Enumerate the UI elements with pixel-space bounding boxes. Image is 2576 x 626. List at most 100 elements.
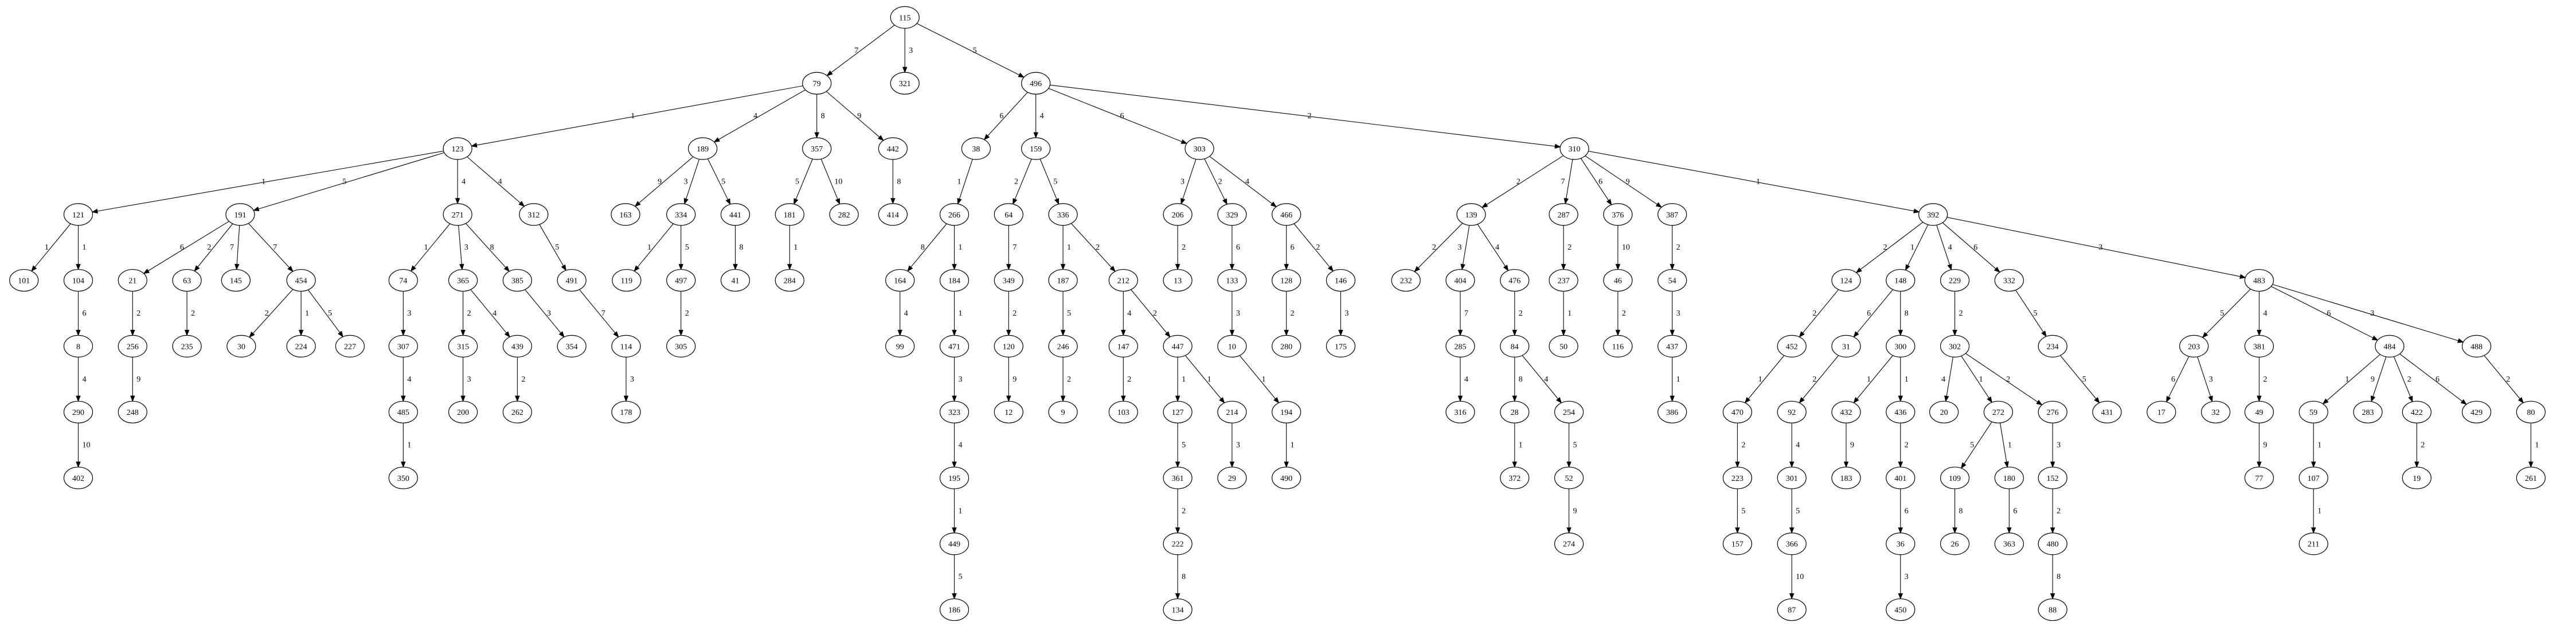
node-363: 363 — [1994, 532, 2024, 555]
edge-weight-label: 2 — [1676, 243, 1680, 252]
edge-line — [1946, 217, 2241, 277]
edge-285-316: 4 — [1457, 357, 1468, 402]
arrowhead-icon — [1563, 197, 1569, 205]
edge-38-266: 1 — [957, 159, 973, 205]
edge-weight-label: 5 — [342, 177, 346, 186]
edge-300-432: 1 — [1853, 355, 1893, 404]
arrowhead-icon — [613, 331, 619, 338]
edge-weight-label: 6 — [1598, 177, 1602, 186]
node-label: 305 — [675, 343, 687, 351]
edge-weight-label: 6 — [2013, 507, 2017, 515]
edge-line — [539, 224, 564, 266]
node-label: 54 — [1668, 277, 1676, 286]
edge-weight-label: 8 — [490, 243, 494, 252]
edge-272-180: 1 — [1999, 422, 2012, 468]
arrowhead-icon — [1799, 331, 1805, 338]
edge-line — [1050, 84, 1555, 147]
edge-weight-label: 6 — [1905, 507, 1909, 515]
edge-107-211: 1 — [2311, 488, 2321, 534]
arrowhead-icon — [952, 329, 957, 336]
edge-483-203: 5 — [2202, 289, 2251, 339]
edge-line — [1580, 158, 1609, 201]
node-label: 212 — [1117, 277, 1129, 286]
edge-weight-label: 8 — [1905, 309, 1909, 318]
node-label: 429 — [2471, 409, 2483, 417]
node-label: 285 — [1454, 343, 1466, 351]
edge-128-280: 2 — [1284, 291, 1295, 336]
arrowhead-icon — [503, 266, 510, 272]
edge-329-133: 6 — [1229, 225, 1240, 270]
node-139: 139 — [1456, 203, 1486, 226]
node-label: 354 — [566, 343, 578, 351]
node-64: 64 — [994, 203, 1023, 226]
arrowhead-icon — [952, 527, 957, 534]
node-ellipse — [829, 203, 859, 226]
edge-weight-label: 2 — [207, 243, 211, 252]
node-label: 316 — [1454, 409, 1466, 417]
node-label: 119 — [621, 277, 632, 286]
edge-184-471: 1 — [952, 291, 962, 336]
edge-line — [1936, 225, 1950, 265]
edge-weight-label: 5 — [1182, 441, 1186, 450]
edge-180-363: 6 — [2007, 488, 2017, 534]
edge-191-21: 6 — [143, 221, 229, 274]
node-84: 84 — [1500, 335, 1530, 357]
edge-weight-label: 2 — [265, 309, 269, 318]
arrowhead-icon — [515, 395, 520, 402]
node-label: 431 — [2101, 409, 2113, 417]
arrowhead-icon — [1987, 396, 1992, 403]
node-label: 350 — [397, 475, 409, 483]
arrowhead-icon — [518, 201, 525, 207]
edge-weight-label: 6 — [1236, 243, 1240, 252]
edge-206-13: 2 — [1175, 225, 1186, 270]
arrowhead-icon — [713, 137, 720, 143]
edge-79-189: 4 — [713, 90, 806, 143]
edge-line — [1860, 221, 1924, 270]
edge-weight-label: 1 — [1519, 441, 1523, 450]
edge-weight-label: 3 — [2370, 309, 2374, 318]
node-ellipse — [612, 269, 642, 292]
node-label: 8 — [76, 343, 80, 351]
arrowhead-icon — [877, 135, 884, 141]
edge-159-336: 5 — [1039, 158, 1060, 205]
node-116: 116 — [1603, 335, 1633, 357]
edge-weight-label: 1 — [1207, 375, 1211, 384]
edge-line — [1999, 422, 2007, 462]
node-303: 303 — [1185, 137, 1214, 160]
edge-line — [1748, 355, 1785, 399]
node-ellipse — [2402, 401, 2432, 423]
node-label: 164 — [894, 277, 906, 286]
edge-weight-label: 1 — [1067, 243, 1071, 252]
node-376: 376 — [1603, 203, 1633, 226]
edge-59-107: 1 — [2311, 423, 2321, 468]
edge-weight-label: 2 — [1013, 309, 1017, 318]
node-label: 432 — [1840, 409, 1852, 417]
edge-191-454: 7 — [248, 223, 294, 273]
arrowhead-icon — [558, 331, 565, 338]
node-label: 28 — [1511, 409, 1519, 417]
node-157: 157 — [1722, 532, 1753, 555]
arrowhead-icon — [1006, 329, 1011, 336]
arrowhead-icon — [952, 395, 957, 402]
arrowhead-icon — [1327, 265, 1334, 272]
node-429: 429 — [2461, 401, 2492, 423]
arrowhead-icon — [1180, 139, 1188, 144]
node-label: 206 — [1172, 211, 1184, 220]
arrowhead-icon — [1109, 266, 1116, 273]
node-label: 147 — [1117, 343, 1129, 351]
edge-310-287: 7 — [1561, 159, 1573, 205]
node-ellipse — [1554, 466, 1584, 489]
node-ellipse — [688, 137, 718, 160]
node-274: 274 — [1554, 532, 1584, 555]
edge-496-303: 6 — [1048, 88, 1188, 144]
arrowhead-icon — [1121, 395, 1126, 402]
node-496: 496 — [1021, 72, 1051, 95]
node-ellipse — [388, 269, 418, 292]
node-label: 183 — [1840, 475, 1852, 483]
edge-weight-label: 7 — [1013, 243, 1017, 252]
arrowhead-icon — [1121, 329, 1126, 336]
node-label: 187 — [1057, 277, 1069, 286]
node-ellipse — [1163, 532, 1193, 555]
node-label: 485 — [397, 409, 409, 417]
edge-line — [1182, 159, 1197, 199]
